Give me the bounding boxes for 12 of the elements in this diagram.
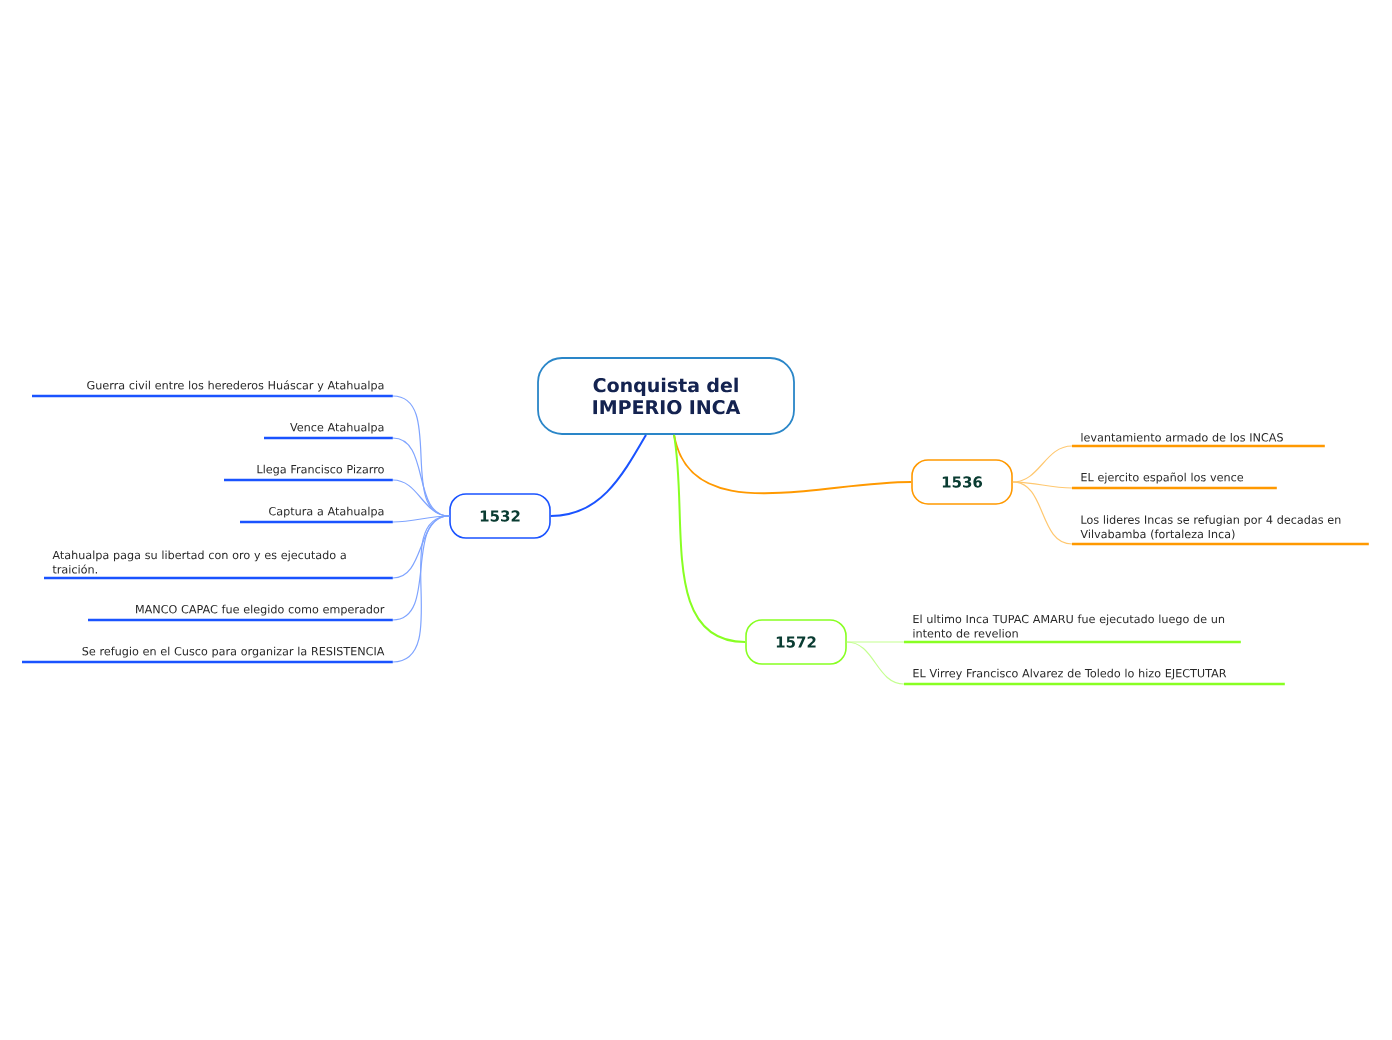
connector <box>392 515 450 523</box>
connector <box>673 433 747 643</box>
connector <box>673 433 913 495</box>
central-topic: Conquista del IMPERIO INCA <box>537 357 795 435</box>
connector <box>846 641 905 643</box>
connector <box>1012 445 1073 483</box>
connector <box>392 515 450 663</box>
connector <box>1012 481 1073 545</box>
connector <box>392 479 450 517</box>
connector <box>846 641 905 685</box>
connector <box>549 433 647 517</box>
connector <box>1012 481 1073 489</box>
